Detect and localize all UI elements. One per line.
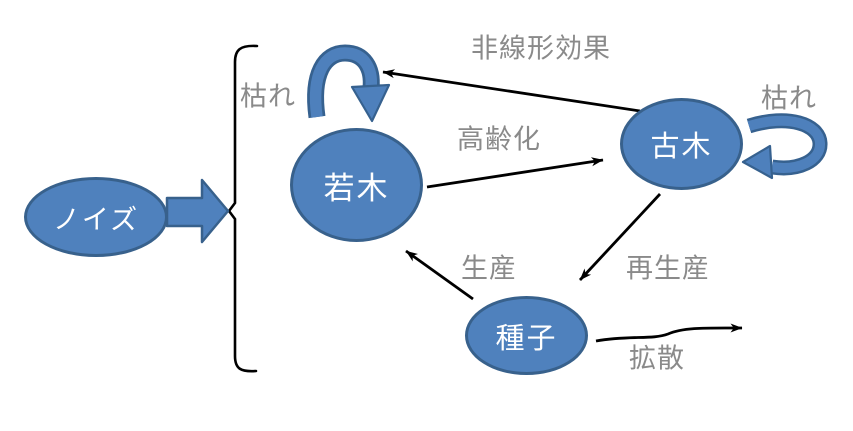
- node-seed: 種子: [465, 296, 588, 375]
- edge-diffusion: [595, 323, 743, 343]
- label-reproduction: 再生産: [626, 253, 710, 284]
- node-noise: ノイズ: [24, 177, 168, 257]
- label-nonlinear-effect: 非線形効果: [471, 33, 611, 64]
- edge-nonlinear-effect: [382, 69, 641, 113]
- edge-production: [405, 249, 474, 301]
- label-production: 生産: [461, 253, 517, 284]
- edge-aging: [426, 157, 604, 189]
- edge-wither-young-loop: [307, 44, 391, 123]
- label-aging: 高齢化: [457, 124, 541, 155]
- label-wither-young: 枯れ: [240, 81, 296, 112]
- node-old-tree: 古木: [620, 98, 743, 190]
- edge-reproduction: [578, 193, 662, 281]
- edge-wither-old-loop: [741, 113, 828, 180]
- label-wither-old: 枯れ: [761, 83, 817, 114]
- noise-block-arrow: [165, 178, 230, 244]
- node-young-tree: 若木: [290, 128, 423, 242]
- label-diffusion: 拡散: [629, 343, 685, 374]
